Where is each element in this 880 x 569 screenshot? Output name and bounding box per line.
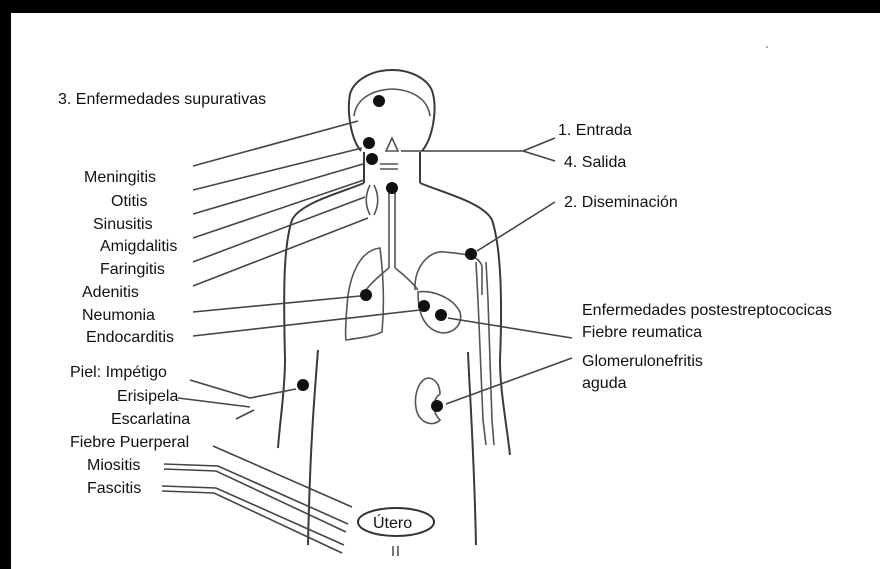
dot-sinus — [366, 153, 378, 165]
label-supurativas: 3. Enfermedades supurativas — [58, 91, 266, 108]
label-sinusitis: Sinusitis — [93, 216, 153, 233]
label-otitis: Otitis — [111, 193, 147, 210]
body-outline — [278, 70, 510, 545]
label-amigdalitis: Amigdalitis — [100, 238, 177, 255]
label-postestreptococicas: Enfermedades postestreptococicas — [582, 302, 832, 319]
left-shoulder-arm — [278, 183, 364, 448]
trachea — [389, 188, 395, 268]
dot-lung — [360, 289, 372, 301]
leader-fascitis — [162, 486, 344, 545]
label-faringitis: Faringitis — [100, 261, 165, 278]
dot-heart-2 — [435, 309, 447, 321]
leader-fiebre-reumatica — [448, 318, 572, 338]
label-fiebre-reumatica: Fiebre reumatica — [582, 324, 702, 341]
label-meningitis: Meningitis — [84, 169, 156, 186]
label-piel: Piel: Impétigo — [70, 364, 167, 381]
text-labels: 3. Enfermedades supurativas 1. Entrada 4… — [58, 91, 832, 497]
leader-miositis-b — [164, 469, 346, 532]
speck — [766, 46, 768, 48]
label-endocarditis: Endocarditis — [86, 329, 174, 346]
label-aguda: aguda — [582, 375, 627, 392]
label-diseminacion: 2. Diseminación — [564, 194, 678, 211]
dot-skin — [297, 379, 309, 391]
diagram-frame: Útero 3. Enfermedades supurativas 1. Ent… — [11, 13, 880, 569]
leader-fiebre-puerperal — [213, 446, 352, 507]
nose — [386, 138, 398, 151]
pharynx-mark — [380, 164, 398, 169]
streptococcus-body-diagram: Útero 3. Enfermedades supurativas 1. Ent… — [11, 13, 880, 569]
leader-supurativas — [193, 121, 358, 166]
label-escarlatina: Escarlatina — [111, 411, 190, 428]
label-adenitis: Adenitis — [82, 284, 139, 301]
label-glomerulonefritis: Glomerulonefritis — [582, 353, 703, 370]
leader-neumonia — [193, 296, 360, 312]
leader-piel-skin — [190, 380, 296, 398]
arm-blood-vessel — [476, 262, 494, 445]
label-entrada: 1. Entrada — [558, 122, 632, 139]
leader-erisipela — [178, 398, 250, 407]
lymph-node-chain — [366, 185, 378, 215]
label-fiebre-puerperal: Fiebre Puerperal — [70, 434, 189, 451]
dot-pharynx — [386, 182, 398, 194]
bronchi — [366, 268, 418, 290]
utero-label: Útero — [373, 513, 412, 532]
leader-endocarditis — [193, 310, 420, 336]
leader-glomerulonefritis — [446, 358, 572, 404]
leader-fascitis-b — [162, 491, 342, 553]
label-erisipela: Erisipela — [117, 388, 178, 405]
lesion-dots — [297, 95, 477, 412]
leader-meningitis — [193, 148, 362, 190]
leader-diseminacion — [477, 202, 555, 251]
label-salida: 4. Salida — [564, 154, 626, 171]
uterus: Útero — [358, 508, 434, 556]
skull-contour — [354, 89, 430, 116]
dot-kidney — [431, 400, 443, 412]
torso-right — [468, 352, 476, 545]
uterus-stem — [393, 546, 398, 556]
right-shoulder-arm — [420, 183, 510, 455]
label-neumonia: Neumonia — [82, 307, 155, 324]
leader-escarlatina — [236, 410, 254, 419]
dot-ear — [363, 137, 375, 149]
dot-dissemination — [465, 248, 477, 260]
label-miositis: Miositis — [87, 457, 140, 474]
label-fascitis: Fascitis — [87, 480, 141, 497]
dot-meninges — [373, 95, 385, 107]
